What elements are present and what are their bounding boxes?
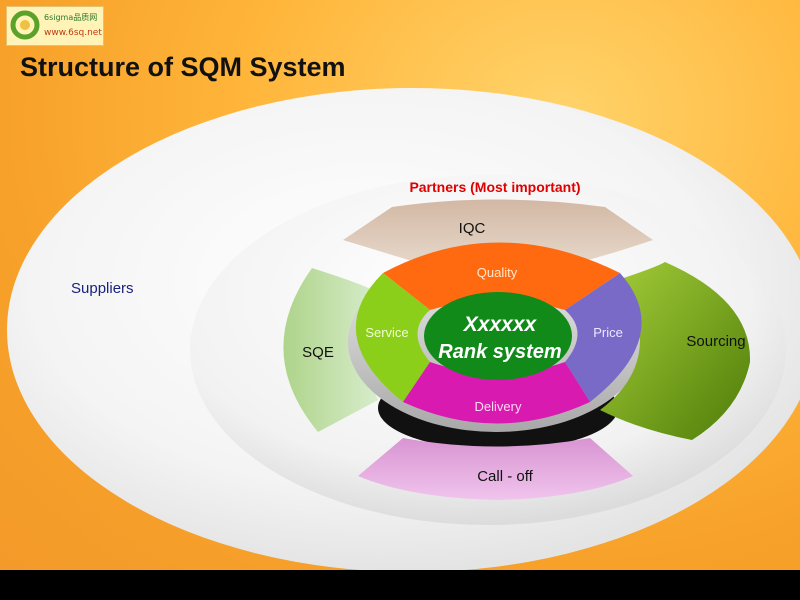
price-quadrant xyxy=(565,273,642,402)
quality-quadrant xyxy=(383,242,620,310)
calloff-label: Call - off xyxy=(477,468,533,485)
sqe-segment xyxy=(283,268,378,432)
page-title: Structure of SQM System xyxy=(20,52,346,82)
slide-background: 6sigma品质网 www.6sq.net Structure of SQM S… xyxy=(0,0,800,570)
rank-system-center xyxy=(424,292,572,380)
sqe-label: SQE xyxy=(302,344,334,361)
suppliers-label: Suppliers xyxy=(71,280,134,297)
partners-label: Partners (Most important) xyxy=(409,179,580,195)
center-label-line2: Rank system xyxy=(438,341,561,363)
logo: 6sigma品质网 www.6sq.net xyxy=(6,6,104,46)
center-label-line1: Xxxxxx xyxy=(463,313,538,336)
price-label: Price xyxy=(593,325,623,340)
logo-ring-icon xyxy=(10,10,40,40)
delivery-label: Delivery xyxy=(475,399,522,414)
service-label: Service xyxy=(365,325,408,340)
service-quadrant xyxy=(355,273,430,402)
sourcing-label: Sourcing xyxy=(686,333,745,350)
iqc-label: IQC xyxy=(459,220,486,237)
calloff-segment xyxy=(358,438,633,500)
logo-url: www.6sq.net xyxy=(44,28,102,38)
iqc-segment xyxy=(343,199,653,262)
delivery-quadrant xyxy=(403,362,590,424)
sqm-diagram: Suppliers Partners (Most important) IQC … xyxy=(7,88,800,570)
logo-name: 6sigma品质网 xyxy=(44,13,98,22)
quality-label: Quality xyxy=(477,265,518,280)
bottom-bar xyxy=(0,570,800,600)
